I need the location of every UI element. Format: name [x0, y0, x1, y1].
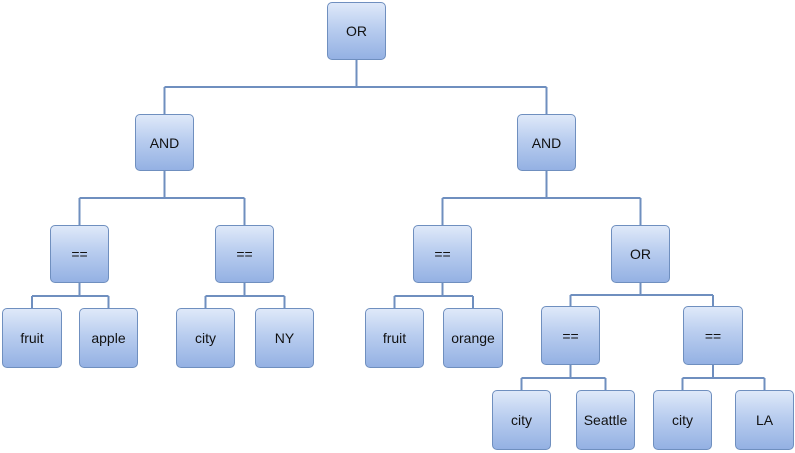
node-eq-city-ny: == — [215, 225, 274, 283]
node-eq-fruit-orange: == — [413, 225, 472, 283]
node-eq-fruit-apple: == — [50, 225, 109, 283]
node-and-left: AND — [135, 114, 194, 171]
node-leaf-city-3: city — [653, 390, 712, 450]
node-or-root: OR — [327, 2, 386, 60]
node-and-right: AND — [517, 114, 576, 171]
node-eq-city-seattle: == — [541, 306, 600, 365]
node-leaf-fruit-2: fruit — [365, 308, 424, 368]
node-leaf-city-1: city — [176, 308, 235, 368]
node-eq-city-la: == — [683, 306, 743, 365]
node-leaf-apple: apple — [79, 308, 138, 368]
node-leaf-seattle: Seattle — [576, 390, 635, 450]
node-leaf-ny: NY — [255, 308, 314, 368]
node-leaf-city-2: city — [492, 390, 551, 450]
node-leaf-orange: orange — [443, 308, 503, 368]
node-leaf-la: LA — [735, 390, 794, 450]
node-or-inner: OR — [611, 225, 670, 283]
node-leaf-fruit-1: fruit — [2, 308, 62, 368]
